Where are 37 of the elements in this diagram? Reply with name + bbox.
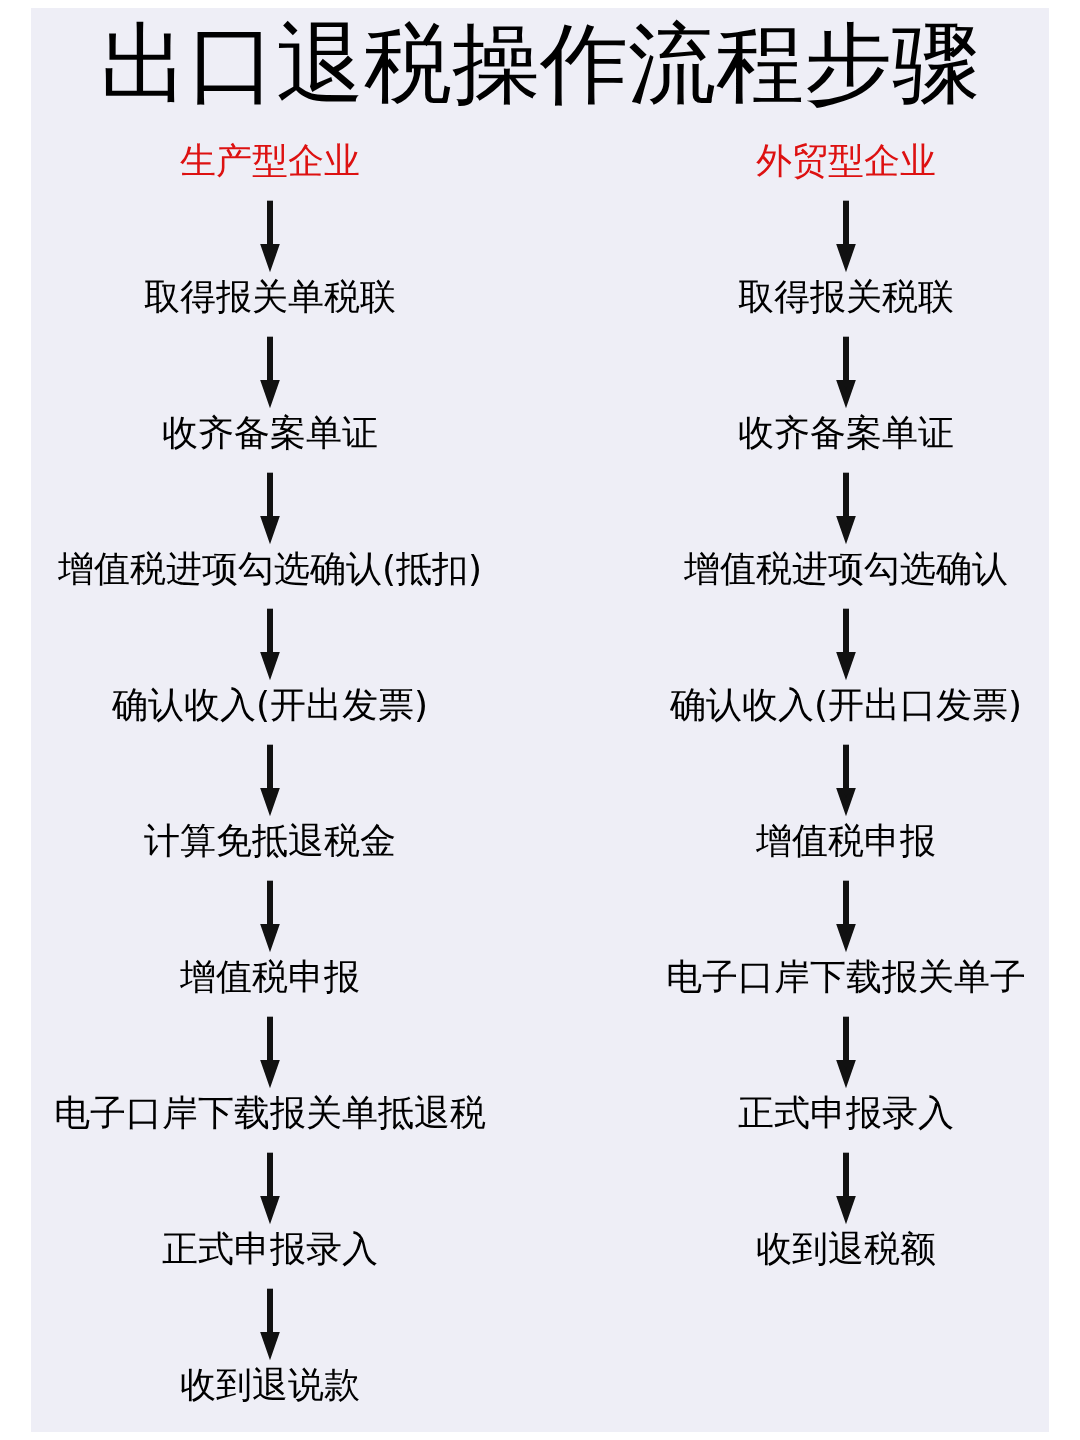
node-text: 正式申报录入: [738, 1091, 954, 1133]
node-text: 取得报关税联: [738, 275, 954, 317]
node-text: 确认收入(开出口发票): [669, 683, 1023, 725]
node-text: 取得报关单税联: [144, 275, 396, 317]
arrow: [260, 1152, 280, 1225]
node-text: 增值税申报: [756, 819, 936, 861]
diagram-title: 出口退税操作流程步骤: [100, 12, 980, 116]
arrow: [260, 336, 280, 409]
node-text: 增值税进项勾选确认: [684, 547, 1008, 589]
arrow: [836, 744, 856, 817]
node-text: 电子口岸下载报关单抵退税: [54, 1091, 486, 1133]
arrow: [836, 608, 856, 681]
node-text: 收齐备案单证: [162, 411, 378, 453]
arrow: [836, 200, 856, 273]
arrow: [260, 200, 280, 273]
arrow: [836, 880, 856, 953]
node-text: 正式申报录入: [162, 1227, 378, 1269]
arrow: [260, 744, 280, 817]
node-text: 计算免抵退税金: [144, 819, 396, 861]
arrow: [260, 608, 280, 681]
arrow: [260, 880, 280, 953]
node-text: 增值税申报: [180, 955, 360, 997]
arrow: [260, 1016, 280, 1089]
arrow: [836, 1016, 856, 1089]
arrow: [260, 472, 280, 545]
arrow: [260, 1288, 280, 1361]
arrow: [836, 336, 856, 409]
node-text: 确认收入(开出发票): [111, 683, 429, 725]
node-text: 增值税进项勾选确认(抵扣): [57, 547, 483, 589]
node-text: 电子口岸下载报关单子: [666, 955, 1026, 997]
node-text: 外贸型企业: [756, 139, 936, 181]
node-text: 收到退税额: [756, 1227, 936, 1269]
node-text: 收齐备案单证: [738, 411, 954, 453]
arrow: [836, 472, 856, 545]
node-text: 收到退说款: [180, 1363, 360, 1405]
node-text: 生产型企业: [180, 139, 360, 181]
arrow: [836, 1152, 856, 1225]
